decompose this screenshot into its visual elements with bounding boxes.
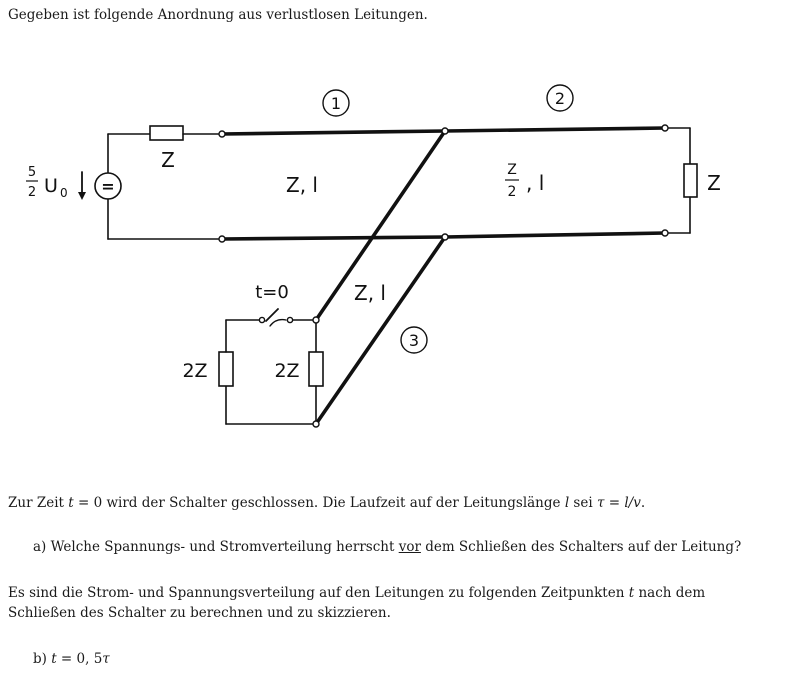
line-2-number: 2: [555, 89, 565, 108]
paragraph-switch-time: Zur Zeit t = 0 wird der Schalter geschlo…: [8, 495, 646, 511]
node-junction-top: [441, 127, 449, 135]
resistor-z-series: [149, 125, 184, 141]
source-u: U: [44, 175, 58, 197]
circuit-diagram: 1 2 3 5 2 U 0 = Z Z, l Z 2 , l Z t=0 Z, …: [26, 84, 721, 428]
node-line3-end-top: [312, 316, 320, 324]
question-a: a) Welche Spannungs- und Stromverteilung…: [33, 539, 742, 555]
line-3-lower-conductor: [314, 235, 447, 426]
line-2-frac-num: Z: [507, 162, 517, 178]
source-arrow-head: [78, 192, 86, 200]
node-line2-end-bottom: [661, 229, 669, 237]
source-frac-num: 5: [28, 165, 36, 180]
source-frac-den: 2: [28, 185, 36, 200]
switch-label: t=0: [255, 282, 289, 303]
line-1-marker: [322, 89, 350, 117]
intro-text: Gegeben ist folgende Anordnung aus verlu…: [8, 7, 428, 23]
r-left-label: 2Z: [182, 360, 207, 382]
load-label: Z: [707, 171, 721, 195]
line-2-marker: [546, 84, 574, 112]
line-2-top: [443, 126, 667, 133]
question-b: b) t = 0, 5τ: [33, 651, 110, 667]
node-switch-left: [258, 316, 266, 324]
source-u-sub: 0: [60, 186, 68, 200]
node-junction-bottom: [441, 233, 449, 241]
r-right-label: 2Z: [274, 360, 299, 382]
paragraph-task-line2: Schließen des Schalter zu berechnen und …: [8, 605, 391, 621]
resistor-load: [683, 163, 698, 198]
source-dc-symbol: =: [101, 177, 114, 196]
node-line1-start-top: [218, 130, 226, 138]
line-1-label: Z, l: [286, 173, 318, 197]
paragraph-task-line1: Es sind die Strom- und Spannungsverteilu…: [8, 585, 706, 601]
resistor-2z-left: [218, 351, 234, 387]
line-2-bottom: [443, 231, 667, 239]
line-2-frac-den: 2: [508, 184, 517, 200]
line-1-number: 1: [331, 94, 341, 113]
line-3-upper-conductor: [314, 129, 447, 322]
node-line3-end-bottom: [312, 420, 320, 428]
resistor-2z-right: [308, 351, 324, 387]
z-series-label: Z: [161, 148, 175, 172]
line-2-label-rest: , l: [526, 171, 544, 195]
line-1-top: [220, 129, 447, 136]
line-3-number: 3: [409, 331, 419, 350]
line-3-marker: [400, 326, 428, 354]
line-1-bottom: [220, 235, 447, 241]
switch-blade: [265, 308, 279, 322]
node-line2-end-top: [661, 124, 669, 132]
line-3-label: Z, l: [354, 281, 386, 305]
node-line1-start-bottom: [218, 235, 226, 243]
switch-arrow: [269, 318, 287, 327]
node-switch-right: [286, 316, 294, 324]
